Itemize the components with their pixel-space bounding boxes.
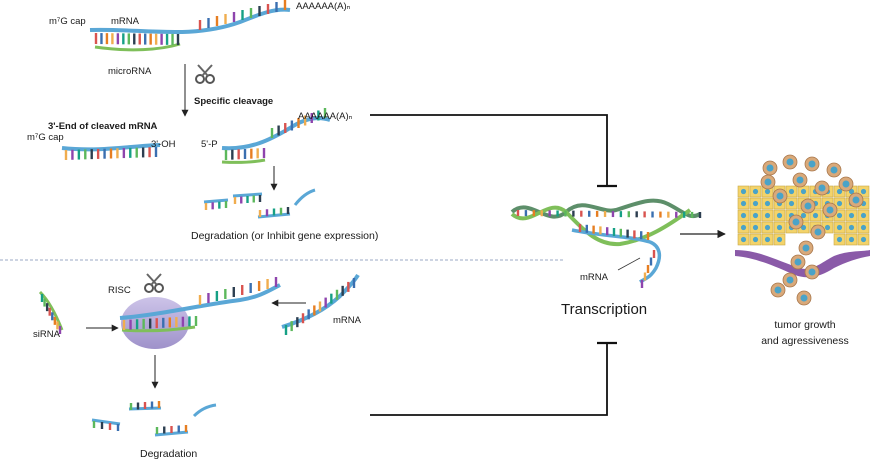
inhibition-connector-bottom [370,341,617,416]
degraded-fragments-top [203,188,316,219]
risc-complex [119,277,281,349]
m7g-cap-label: m⁷G cap [49,16,86,27]
five-p-label: 5'-P [201,139,218,150]
poly-a-label: AAAAAA(A)ₙ [296,1,351,12]
transcribed-mrna [571,224,662,288]
tumor-label-line2: and agressiveness [761,335,849,347]
mrna-pointer-line [617,257,641,271]
risc-label: RISC [108,285,131,296]
dna-double-helix [510,198,702,247]
cleaved-mrna-5p [221,108,331,164]
transcription-label: Transcription [561,301,648,318]
incoming-mrna [281,273,360,335]
sirna-strand [38,290,64,334]
poly-a-label-2: AAAAAA(A)ₙ [298,111,353,122]
mrna-label-bottom: mRNA [333,315,361,326]
degradation-inhibit-label: Degradation (or Inhibit gene expression) [191,230,379,242]
scissors-icon [144,273,164,293]
m7g-cap-label-2: m⁷G cap [27,132,64,143]
tumor-tissue [735,154,870,306]
mrna-microrna-duplex [89,0,291,52]
cleaved-mrna-3end [61,143,161,160]
three-oh-label: 3'-OH [151,139,176,150]
degradation-label: Degradation [140,448,198,460]
specific-cleavage-label: Specific cleavage [194,96,274,107]
mrna-label-right: mRNA [580,272,608,283]
three-end-title: 3'-End of cleaved mRNA [48,121,158,132]
mrna-label: mRNA [111,16,139,27]
scissors-icon [195,64,215,84]
degraded-fragments-bottom [91,401,217,437]
microrna-label: microRNA [108,66,152,77]
sirna-label: siRNA [33,329,60,340]
inhibition-connector-top [370,114,617,188]
tumor-label-line1: tumor growth [774,319,836,331]
